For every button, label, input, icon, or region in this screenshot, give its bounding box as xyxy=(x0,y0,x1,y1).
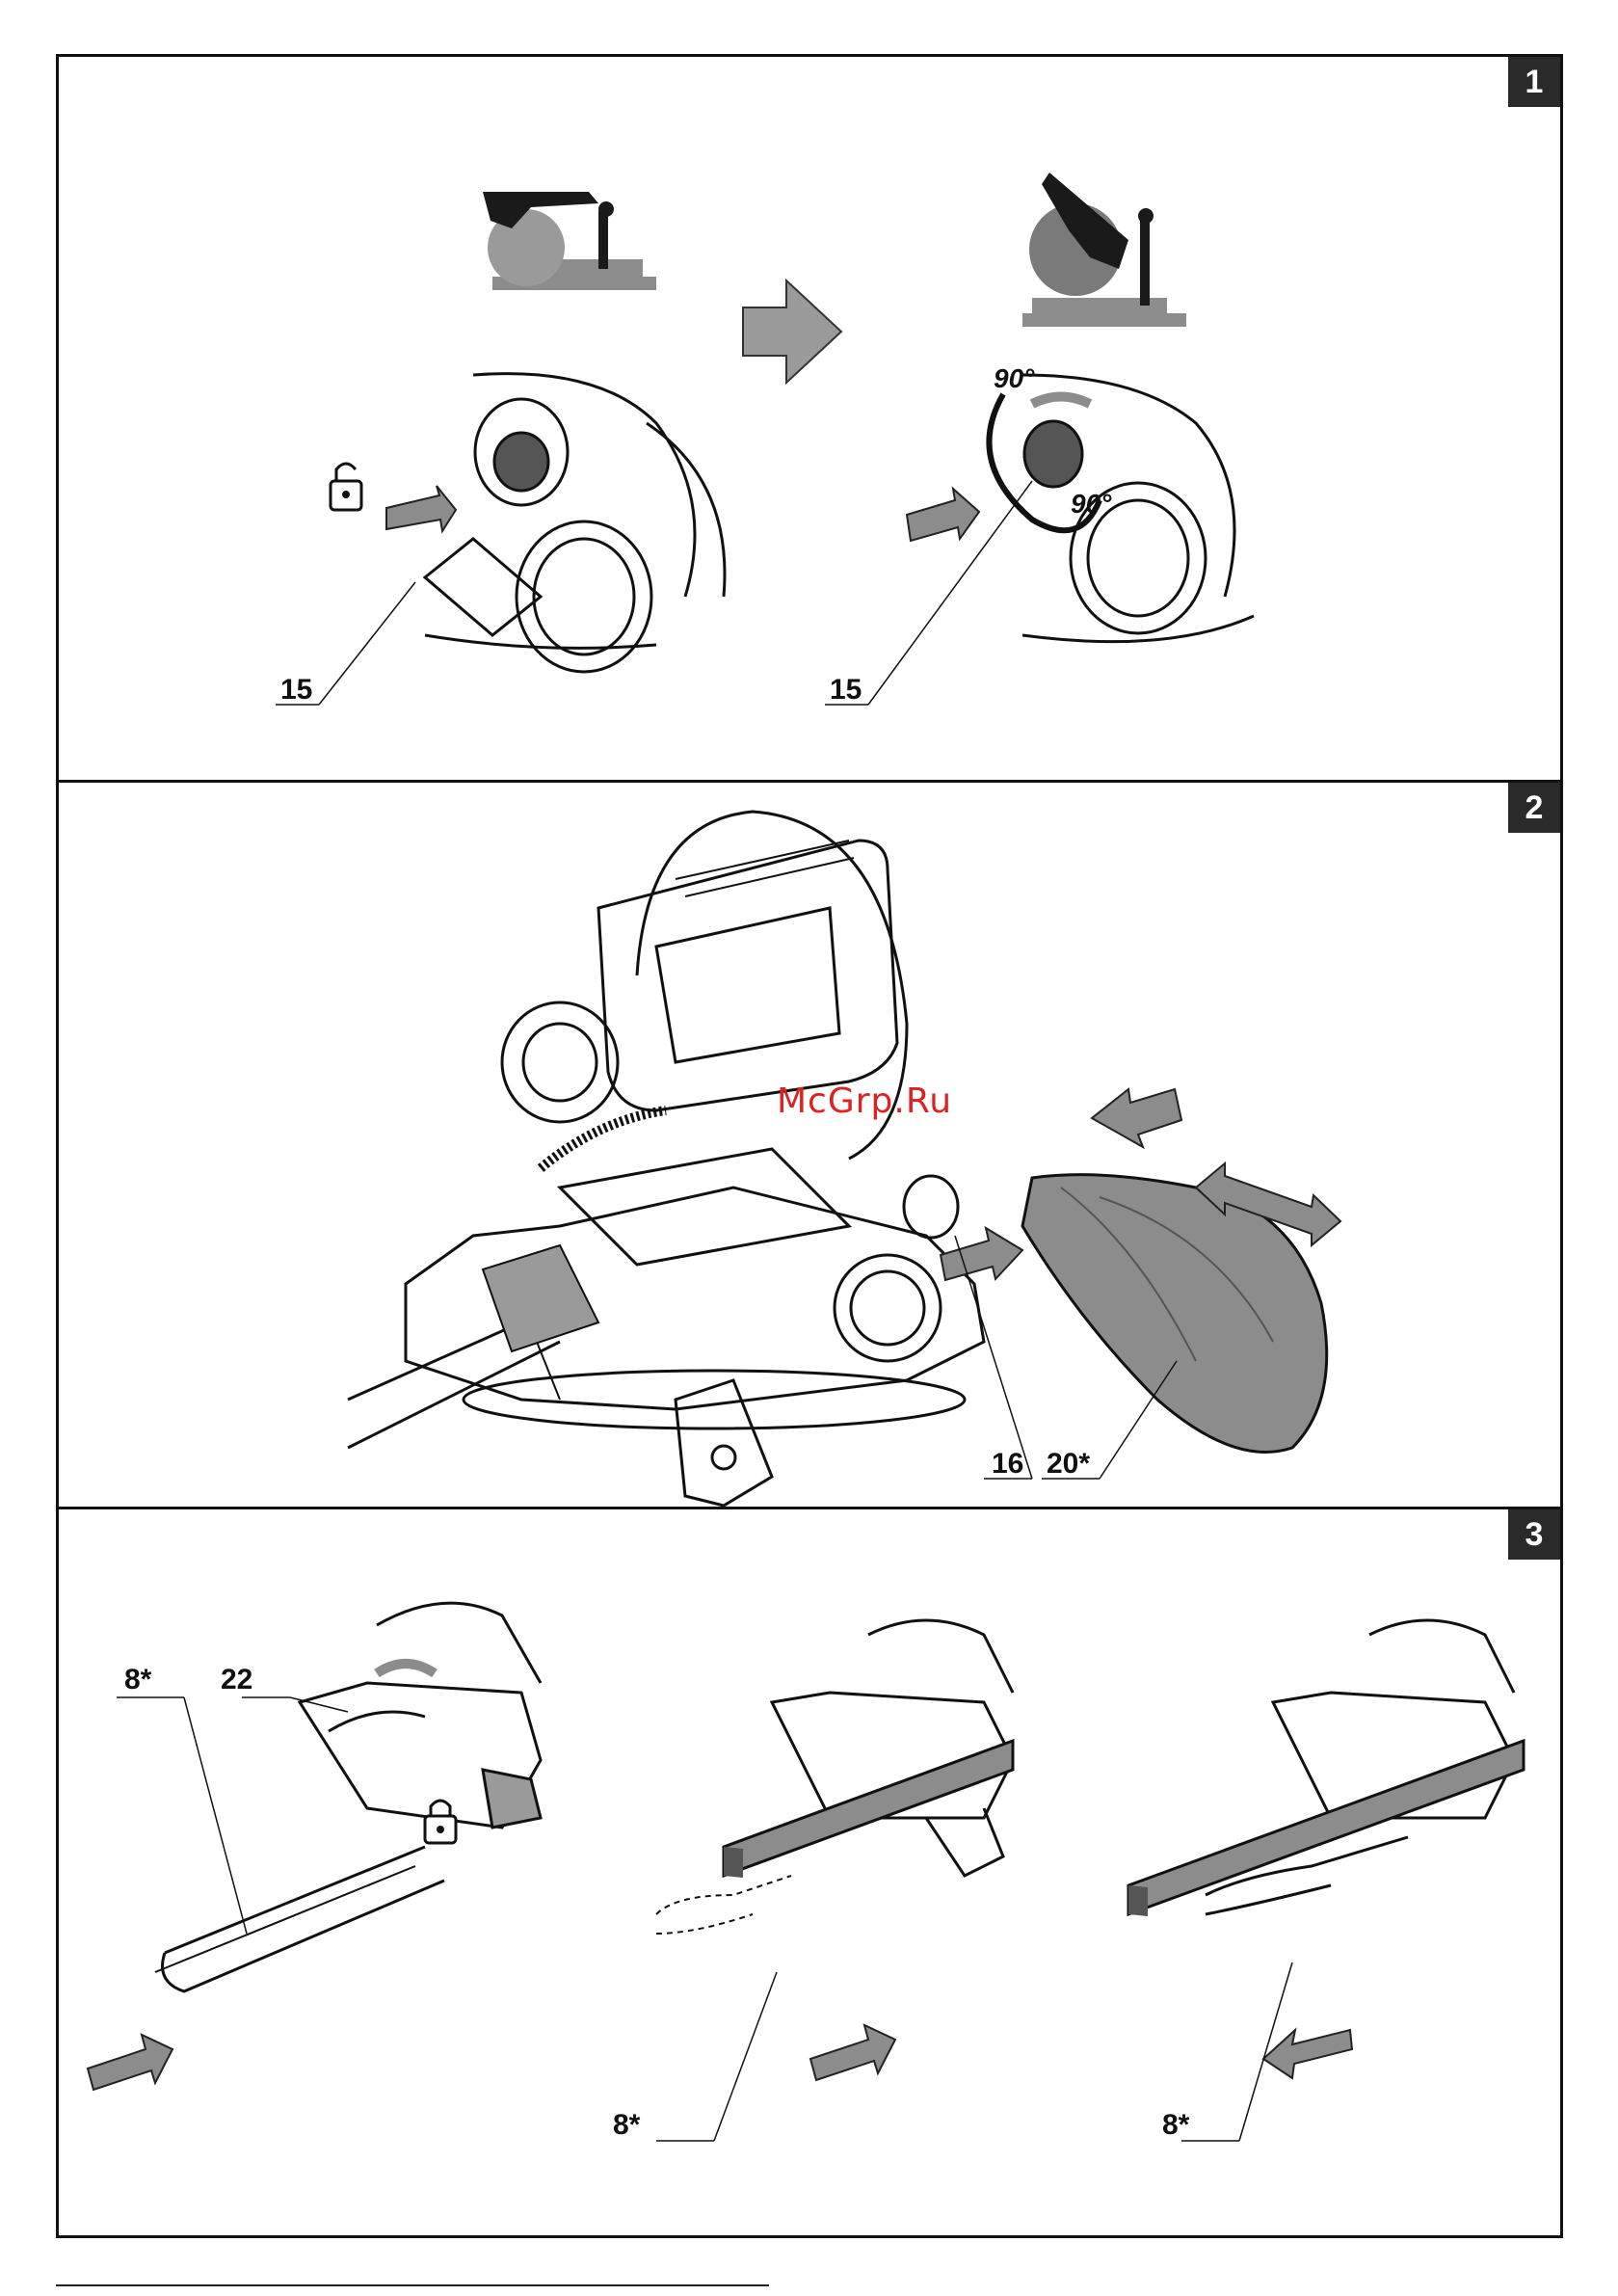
panel-2: 2 xyxy=(56,783,1563,1509)
callout-20-star: 20* xyxy=(1047,1448,1090,1481)
watermark: McGrp.Ru xyxy=(777,1081,952,1121)
extension-insert-drawing xyxy=(155,1603,541,1991)
angle-label-top: 90° xyxy=(994,363,1034,394)
callout-16: 16 xyxy=(992,1448,1023,1481)
callout-22: 22 xyxy=(221,1664,252,1696)
panel-3: 3 xyxy=(56,1509,1563,2238)
arrow-left-icon xyxy=(1092,1089,1181,1147)
panel-3-illustration xyxy=(59,1509,1566,2238)
lock-knob-left xyxy=(425,374,725,672)
arrow-icon xyxy=(88,2035,172,2090)
push-arrow-icon xyxy=(907,489,979,541)
workpiece-board xyxy=(724,1741,1013,1876)
callout-8-star-c: 8* xyxy=(1162,2109,1189,2142)
callout-8-star-a: 8* xyxy=(124,1664,151,1696)
arrow-icon xyxy=(1263,2030,1352,2078)
pull-arrow-icon xyxy=(386,486,456,531)
lock-icon xyxy=(425,1801,456,1843)
saw-lowered-icon xyxy=(1022,173,1186,327)
unlock-icon xyxy=(331,464,361,510)
angle-label-side: 90° xyxy=(1071,489,1111,520)
lock-knob-right xyxy=(989,375,1254,642)
panel-1: 1 xyxy=(56,54,1563,783)
footer-rule xyxy=(56,2284,769,2286)
miter-saw-drawing xyxy=(348,812,984,1506)
callout-8-star-b: 8* xyxy=(613,2109,640,2142)
saw-raised-icon xyxy=(483,192,656,290)
rotate-icon xyxy=(1032,397,1090,405)
arrow-right-icon xyxy=(743,280,841,383)
rotate-icon xyxy=(377,1664,435,1673)
arrow-icon xyxy=(810,2025,895,2080)
callout-15-left: 15 xyxy=(280,674,312,707)
arrow-right-icon xyxy=(941,1228,1022,1280)
panel-2-illustration xyxy=(59,783,1566,1509)
workpiece-board-long xyxy=(1128,1741,1524,1914)
callout-15-right: 15 xyxy=(830,674,862,707)
